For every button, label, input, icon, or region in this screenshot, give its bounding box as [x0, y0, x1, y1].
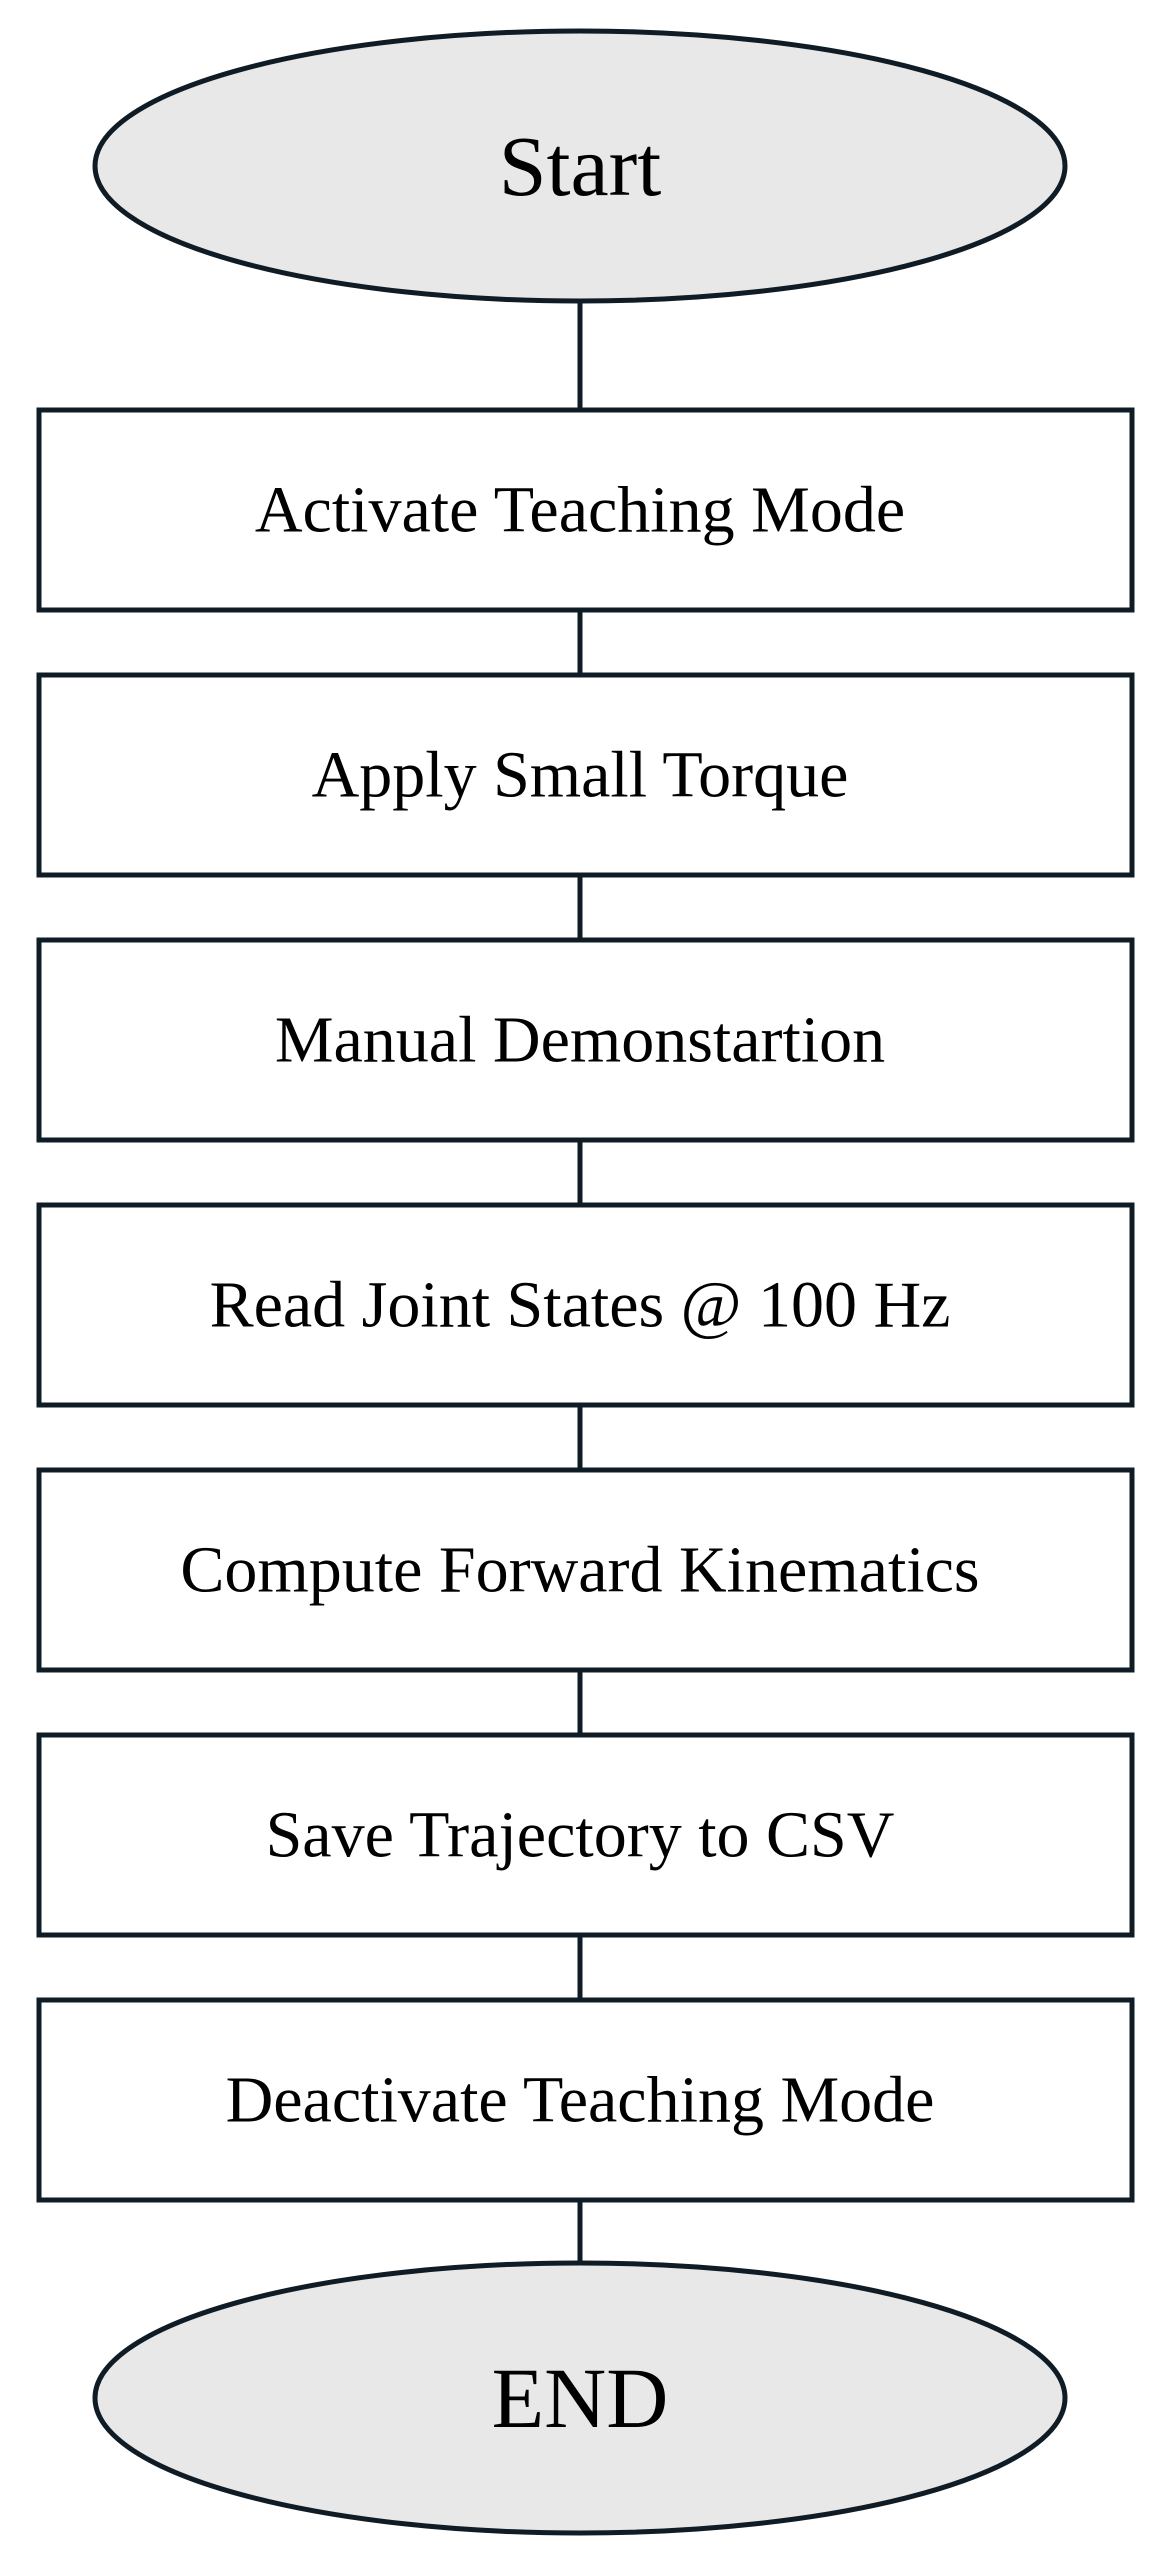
process-step: Activate Teaching Mode: [36, 407, 1135, 613]
start-label: Start: [499, 118, 662, 214]
process-step: Save Trajectory to CSV: [36, 1732, 1135, 1938]
process-step: Read Joint States @ 100 Hz: [36, 1202, 1135, 1408]
process-label: Apply Small Torque: [312, 739, 849, 812]
process-box: [36, 1732, 1135, 1938]
process-box: [36, 1202, 1135, 1408]
process-step: Compute Forward Kinematics: [36, 1467, 1135, 1673]
process-step: Deactivate Teaching Mode: [36, 1997, 1135, 2203]
end-node: END: [92, 2260, 1068, 2536]
process-box: [36, 672, 1135, 878]
process-label: Compute Forward Kinematics: [180, 1534, 979, 1607]
process-label: Deactivate Teaching Mode: [226, 2064, 935, 2137]
end-label: END: [492, 2350, 669, 2446]
process-step: Manual Demonstartion: [36, 937, 1135, 1143]
process-label: Read Joint States @ 100 Hz: [210, 1269, 951, 1342]
start-ellipse: [92, 28, 1068, 304]
process-label: Manual Demonstartion: [275, 1004, 885, 1077]
process-box: [36, 1467, 1135, 1673]
process-box: [36, 1997, 1135, 2203]
process-label: Save Trajectory to CSV: [266, 1799, 895, 1872]
end-ellipse: [92, 2260, 1068, 2536]
process-box: [36, 407, 1135, 613]
start-node: Start: [92, 28, 1068, 304]
process-label: Activate Teaching Mode: [255, 474, 905, 547]
process-step: Apply Small Torque: [36, 672, 1135, 878]
process-box: [36, 937, 1135, 1143]
